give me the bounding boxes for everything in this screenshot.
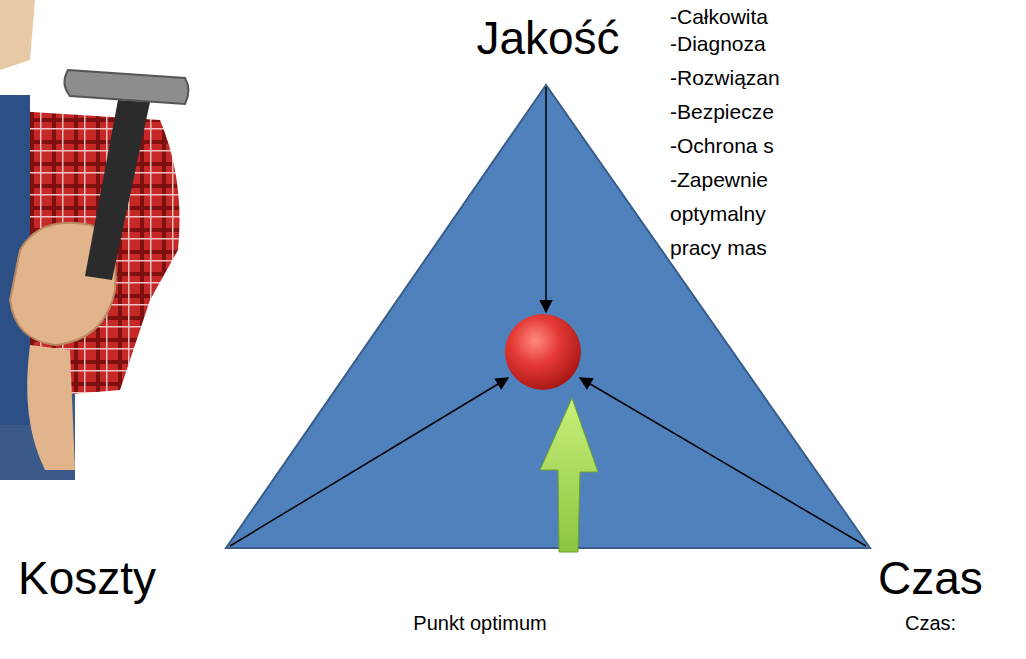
note-label: Czas:: [905, 612, 956, 635]
corner-label: Czas: [878, 552, 983, 605]
list-item: -Rozwiązan: [670, 61, 780, 95]
triangle: [226, 85, 870, 548]
pointer-arrow: [540, 398, 598, 552]
list-item: -Całkowita: [670, 0, 768, 34]
worker-illustration: [0, 0, 189, 480]
hammer-head: [64, 70, 188, 104]
face: [0, 0, 35, 70]
arrow-quality: [545, 87, 547, 312]
other-hand: [27, 345, 75, 470]
list-item: -Ochrona s: [670, 129, 774, 163]
arrow-costs: [230, 378, 508, 546]
corner-label: Jakość: [476, 12, 619, 65]
arrow-time: [580, 378, 866, 546]
optimum-point: [505, 314, 581, 390]
pointer-label: Punkt optimum: [413, 612, 546, 635]
list-item: -Zapewnie optymalny pracy mas: [670, 163, 802, 265]
list-item: -Bezpiecze: [670, 95, 774, 129]
list-item: -Diagnoza: [670, 27, 766, 61]
hammer-handle: [85, 100, 150, 280]
corner-label: Koszty: [18, 552, 156, 605]
